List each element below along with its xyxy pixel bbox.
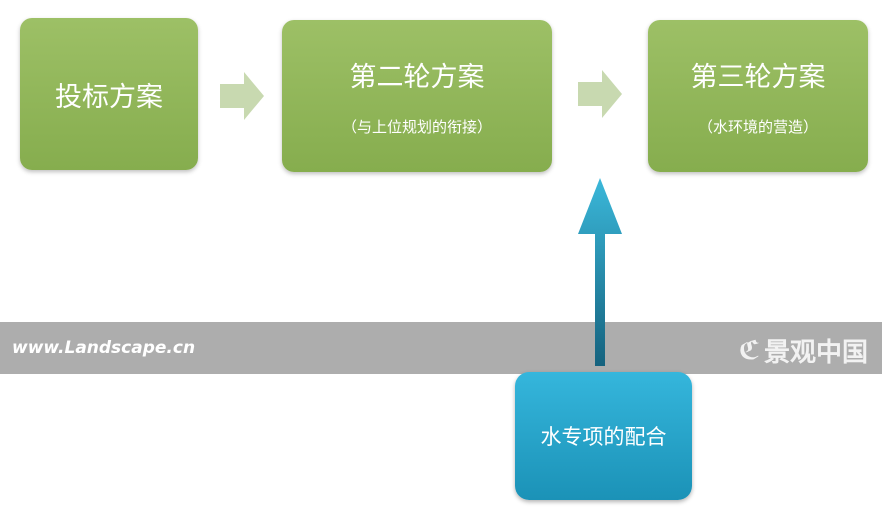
logo-text: 景观中国 [763,338,868,368]
box-subtitle: （水环境的营造） [697,118,818,136]
arrow-right-icon [578,70,622,118]
arrow-right-icon [220,72,264,120]
box-title: 投标方案 [55,81,163,113]
box-label: 水专项的配合 [540,425,667,449]
box-bid-scheme: 投标方案 [20,18,198,170]
box-subtitle: （与上位规划的衔接） [341,118,492,136]
box-water-special: 水专项的配合 [515,372,692,500]
box-title: 第二轮方案 [349,62,485,93]
watermark-url: www.Landscape.cn [12,338,196,358]
watermark-band [0,322,882,374]
box-third-round: 第三轮方案 （水环境的营造） [648,20,868,172]
box-title: 第三轮方案 [690,62,826,93]
logo-icon: ℭ [738,335,760,366]
box-second-round: 第二轮方案 （与上位规划的衔接） [282,20,552,172]
arrow-up-icon [578,178,622,366]
